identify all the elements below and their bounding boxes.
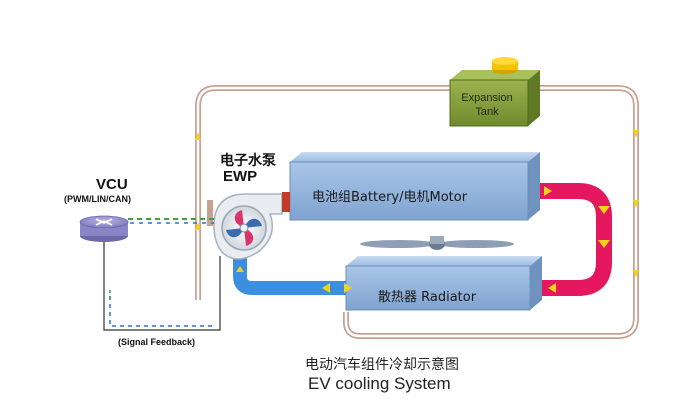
expansion-tank-line1: Expansion (461, 92, 513, 104)
hot-coolant-pipe (540, 183, 612, 296)
control-signal-line (128, 218, 214, 224)
battery-motor-label: 电池组Battery/电机Motor (312, 190, 468, 205)
radiator-label: 散热器 Radiator (378, 290, 477, 305)
caption-en: EV cooling System (308, 374, 451, 393)
expansion-tank (449, 57, 540, 127)
pump-label-en: EWP (223, 168, 258, 185)
cold-pipe-arrows (236, 266, 330, 293)
caption-cn: 电动汽车组件冷却示意图 (305, 357, 459, 373)
cold-coolant-pipe (233, 252, 346, 295)
vcu-title: VCU (96, 176, 128, 193)
electric-water-pump (213, 192, 290, 260)
vcu-subtitle: (PWM/LIN/CAN) (64, 194, 131, 204)
vcu-controller (79, 215, 129, 242)
signal-feedback-label: (Signal Feedback) (118, 337, 196, 347)
expansion-tank-line2: Tank (475, 106, 499, 118)
battery-motor-box (289, 152, 540, 221)
hot-pipe-arrows (544, 186, 610, 293)
loop-flow-markers (195, 130, 639, 278)
pump-label-cn: 电子水泵 (220, 153, 276, 169)
radiator-box (345, 256, 542, 311)
signal-feedback-line (103, 242, 221, 331)
expansion-tank-label: Expansion Tank (452, 91, 522, 119)
fan-icon (360, 236, 514, 250)
